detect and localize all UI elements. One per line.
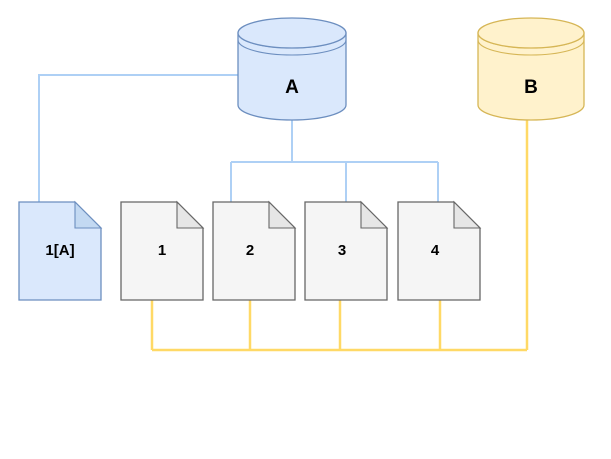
cylinder-a-rim-inner [237, 39, 347, 56]
document-3-label: 3 [338, 242, 346, 259]
cylinder-b-top [477, 17, 585, 49]
cylinder-a-top [237, 17, 347, 49]
document-1a-label: 1[A] [45, 242, 74, 259]
node-document-1a[interactable]: 1[A] [18, 200, 103, 301]
document-1-fold [176, 200, 205, 229]
node-document-1[interactable]: 1 [120, 200, 205, 301]
edge-layer [38, 74, 529, 352]
cylinder-b-label: B [524, 77, 538, 98]
document-1-label: 1 [158, 242, 166, 259]
node-document-3[interactable]: 3 [304, 200, 389, 301]
cylinder-a-body [237, 32, 347, 121]
document-3-fold [360, 200, 389, 229]
document-1a-fold [74, 200, 103, 229]
node-document-2[interactable]: 2 [212, 200, 297, 301]
node-cylinder-a[interactable]: A [237, 17, 347, 121]
cylinder-b-body [477, 32, 585, 121]
cylinder-a-label: A [285, 77, 299, 98]
document-4-fold [453, 200, 482, 229]
document-2-label: 2 [246, 242, 254, 259]
cylinder-b-rim-inner [477, 39, 585, 56]
document-2-fold [268, 200, 297, 229]
node-cylinder-b[interactable]: B [477, 17, 585, 121]
node-document-4[interactable]: 4 [397, 200, 482, 301]
edge-a-to-doc1a [38, 74, 238, 202]
document-4-label: 4 [431, 242, 440, 259]
